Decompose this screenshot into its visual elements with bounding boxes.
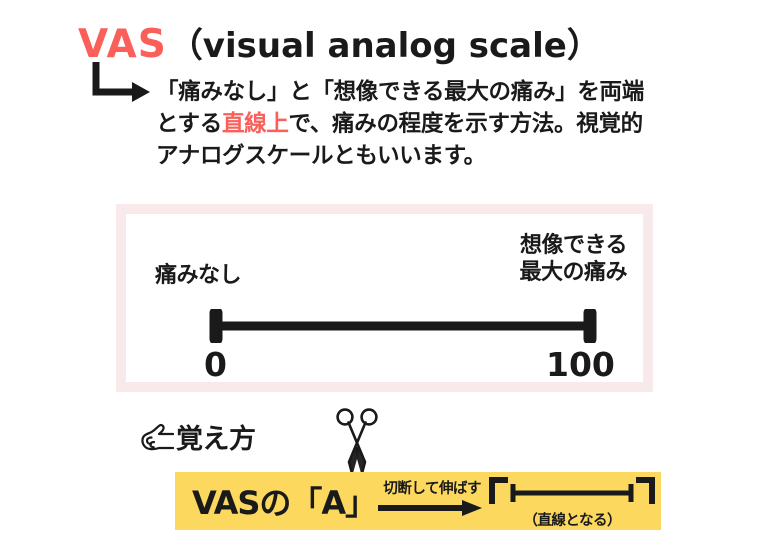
description-line-1-text: 「痛みなし」と「想像できる最大の痛み」を両端 bbox=[156, 79, 644, 105]
scale-anchor-right-label: 想像できる 最大の痛み bbox=[519, 232, 627, 286]
description-line-2: とする直線上で、痛みの程度を示す方法。視覚的 bbox=[156, 108, 756, 140]
vas-scale-panel: 痛みなし 想像できる 最大の痛み 0 100 bbox=[116, 204, 653, 392]
mnemonic-transform: 切断して伸ばす bbox=[374, 472, 486, 530]
scale-anchor-right-line-1: 想像できる bbox=[519, 233, 628, 258]
description-highlight-straight-line: 直線上 bbox=[221, 111, 289, 137]
mnemonic-heading: 覚え方 bbox=[140, 417, 256, 456]
description-line-2-prefix: とする bbox=[156, 111, 222, 137]
mnemonic-result: （直線となる） bbox=[488, 472, 656, 530]
straight-line-symbol-icon bbox=[488, 474, 656, 510]
description-line-1: 「痛みなし」と「想像できる最大の痛み」を両端 bbox=[156, 76, 756, 108]
scale-tick-max: 100 bbox=[546, 345, 615, 384]
scale-anchor-right-line-2: 最大の痛み bbox=[519, 260, 627, 285]
description-text: 「痛みなし」と「想像できる最大の痛み」を両端 とする直線上で、痛みの程度を示す方… bbox=[156, 76, 756, 172]
scissors-icon bbox=[335, 407, 379, 479]
mnemonic-heading-label: 覚え方 bbox=[176, 424, 256, 455]
page-title: VAS （visual analog scale） bbox=[78, 18, 601, 67]
vas-scale-line bbox=[208, 306, 598, 346]
description-line-3-text: アナログスケールともいいます。 bbox=[156, 143, 486, 169]
scale-tick-min: 0 bbox=[204, 345, 227, 384]
scale-anchor-left-label: 痛みなし bbox=[155, 263, 242, 288]
title-full-name: （visual analog scale） bbox=[168, 26, 601, 66]
mnemonic-transform-caption: 切断して伸ばす bbox=[383, 481, 481, 497]
description-line-3: アナログスケールともいいます。 bbox=[156, 140, 756, 172]
elbow-arrow-icon bbox=[92, 62, 154, 104]
mnemonic-result-caption: （直線となる） bbox=[523, 513, 621, 529]
mnemonic-source-text: VASの「A」 bbox=[192, 484, 377, 522]
pointing-hand-icon bbox=[140, 421, 175, 453]
mnemonic-highlight-bar: VASの「A」 切断して伸ばす （直線となる） bbox=[175, 472, 661, 530]
description-line-2-suffix: で、痛みの程度を示す方法。視覚的 bbox=[288, 111, 644, 137]
title-abbreviation: VAS bbox=[78, 22, 167, 67]
right-arrow-icon bbox=[378, 498, 484, 518]
